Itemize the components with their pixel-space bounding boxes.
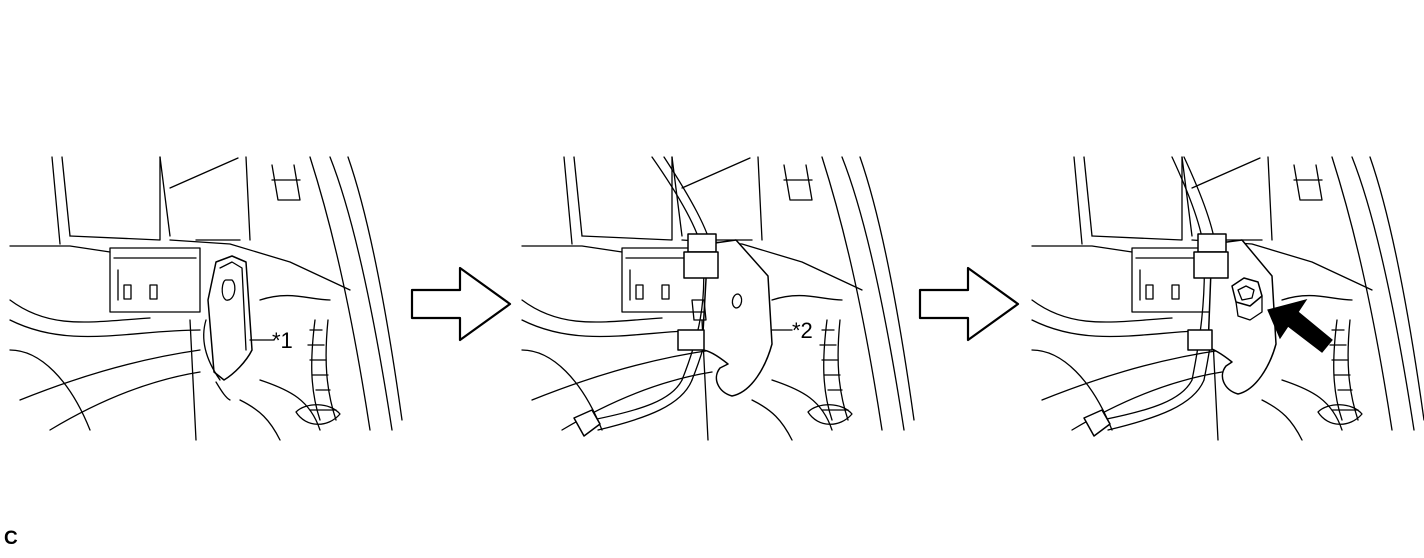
panel-step-2: *2: [521, 156, 915, 441]
hollow-arrow-right-icon: [410, 266, 512, 342]
bracket-part-1: [203, 255, 253, 401]
panel-step-1: *1: [9, 156, 403, 441]
hose-clip: [573, 409, 601, 437]
bracket-installed: [1187, 233, 1277, 395]
hose-clip: [1083, 409, 1111, 437]
bolt-icon: [1231, 277, 1263, 321]
callout-label-2: *2: [792, 318, 813, 343]
callout-label-1: *1: [272, 328, 293, 353]
cable-harness: [1101, 156, 1218, 431]
panel-step-3: [1031, 156, 1424, 441]
solid-arrow-icon: [1267, 299, 1333, 353]
hollow-arrow-right-icon: [918, 266, 1020, 342]
cable-harness: [591, 156, 715, 431]
bracket-part-2: [677, 233, 773, 397]
illustration-code: C: [4, 528, 18, 549]
